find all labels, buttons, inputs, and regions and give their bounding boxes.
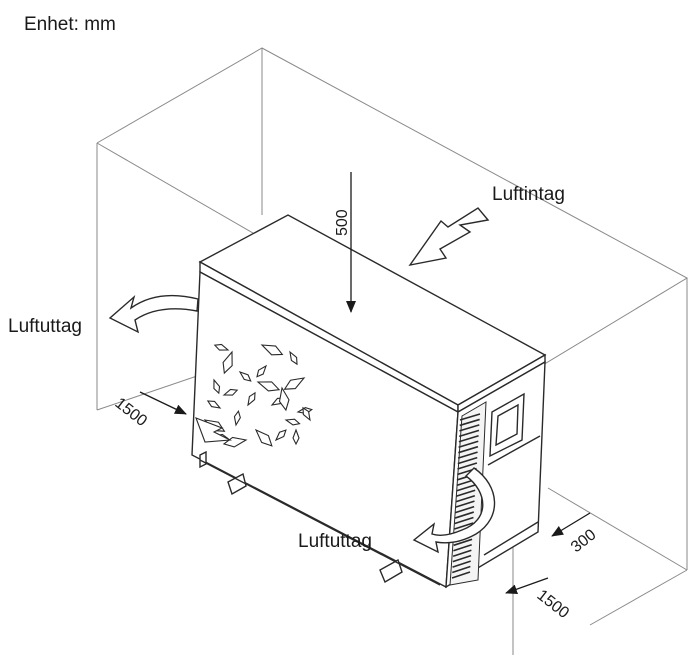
air-intake-label: Luftintag — [492, 184, 565, 205]
unit-feet — [199, 450, 441, 586]
dimension-left-value: 1500 — [112, 395, 151, 430]
air-outlet-left-arrow-icon — [108, 294, 199, 334]
leaf-decoration — [195, 343, 313, 448]
air-intake-arrow-icon — [408, 207, 490, 267]
dimension-right-side-value: 300 — [568, 526, 600, 556]
dimension-right-front-arrow — [505, 577, 549, 595]
dimension-top-value: 500 — [334, 209, 351, 236]
air-outlet-right-label: Luftuttag — [298, 531, 372, 552]
unit-label: Enhet: mm — [24, 14, 116, 35]
control-panel — [489, 392, 525, 458]
air-outlet-right-arrow-icon — [412, 467, 496, 554]
dimension-right-front-value: 1500 — [534, 587, 573, 622]
dimension-right-side-arrow — [551, 512, 591, 537]
dimension-left-arrow — [139, 391, 187, 415]
air-outlet-left-label: Luftuttag — [8, 316, 82, 337]
